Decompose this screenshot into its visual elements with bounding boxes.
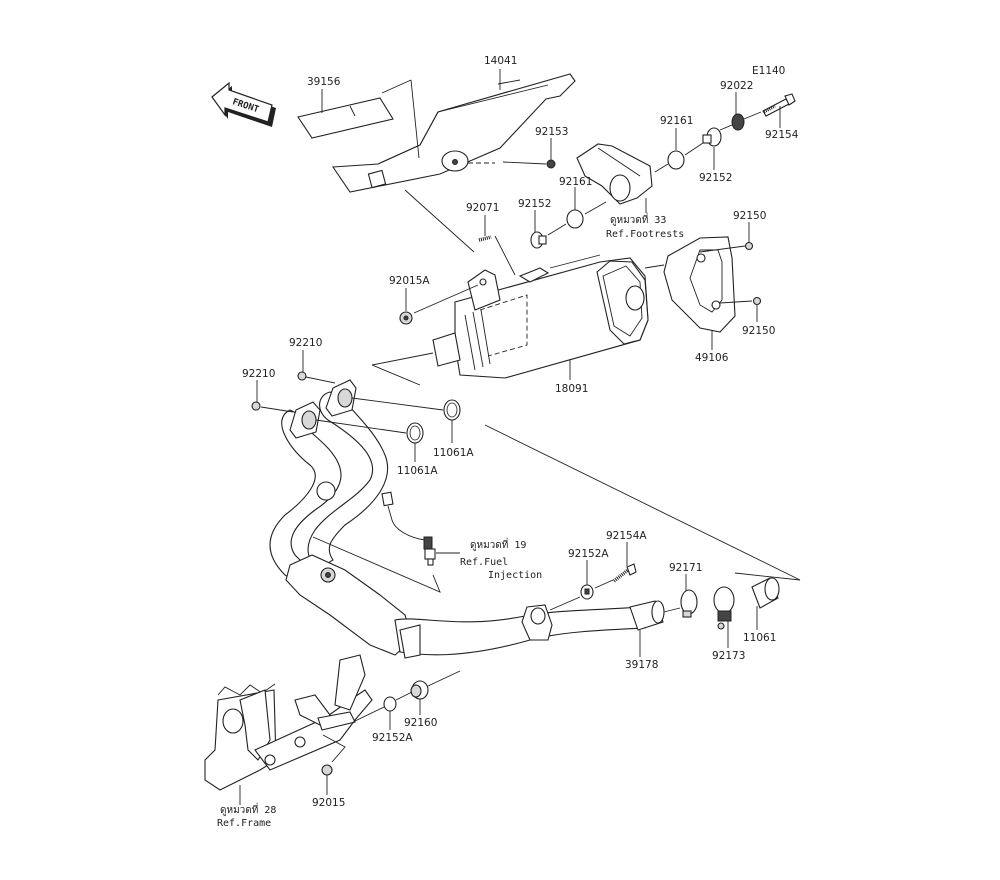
part-92152A-collar-lower[interactable] <box>383 696 397 712</box>
label-92152A-lower: 92152A <box>372 732 413 744</box>
part-92152A-collar-upper[interactable] <box>580 584 594 600</box>
footrest-bracket[interactable] <box>576 143 653 205</box>
part-92171-clamp[interactable] <box>680 589 698 618</box>
label-92160: 92160 <box>404 717 437 729</box>
label-92150-upper: 92150 <box>733 210 766 222</box>
part-92154A-bolt[interactable] <box>612 563 637 583</box>
part-18091-muffler[interactable] <box>432 254 649 379</box>
ref-fuel-injection-thai: ดูหมวดที่ 19 <box>470 537 526 551</box>
label-92150-lower: 92150 <box>742 325 775 337</box>
part-92210-upper-nut[interactable] <box>297 371 307 381</box>
part-92160-damper[interactable] <box>410 680 429 700</box>
label-39156: 39156 <box>307 76 341 88</box>
part-11061-gasket[interactable] <box>751 577 780 609</box>
ref-footrests-thai: ดูหมวดที่ 33 <box>610 212 666 226</box>
exhaust-collector-pipe[interactable] <box>285 554 646 659</box>
part-92161-upper[interactable] <box>667 150 685 170</box>
ref-frame[interactable]: Ref.Frame <box>217 818 271 829</box>
part-92152-upper[interactable] <box>702 127 722 147</box>
part-92022-washer[interactable] <box>731 113 745 131</box>
label-92015A: 92015A <box>389 275 430 287</box>
part-49106-end-cap[interactable] <box>663 236 736 333</box>
label-92161-upper: 92161 <box>660 115 693 127</box>
diagram-code: E1140 <box>752 65 785 77</box>
exhaust-header-pipes[interactable] <box>269 391 389 586</box>
part-14041-cover[interactable] <box>332 73 576 193</box>
part-92173-clamp[interactable] <box>713 586 735 630</box>
label-92015: 92015 <box>312 797 345 809</box>
label-92152-upper: 92152 <box>699 172 732 184</box>
label-11061A-right: 11061A <box>433 447 474 459</box>
label-92210-lower: 92210 <box>242 368 275 380</box>
oxygen-sensor[interactable] <box>381 491 436 566</box>
label-92154A: 92154A <box>606 530 647 542</box>
exhaust-flange-upper[interactable] <box>325 379 357 417</box>
label-92071: 92071 <box>466 202 499 214</box>
label-18091: 18091 <box>555 383 588 395</box>
part-92161-lower[interactable] <box>566 209 584 229</box>
label-11061: 11061 <box>743 632 776 644</box>
label-92152-lower: 92152 <box>518 198 551 210</box>
label-92153: 92153 <box>535 126 568 138</box>
label-92173: 92173 <box>712 650 745 662</box>
part-92150-upper-screw[interactable] <box>744 241 754 251</box>
label-11061A-left: 11061A <box>397 465 438 477</box>
ref-frame-thai: ดูหมวดที่ 28 <box>220 802 276 816</box>
label-39178: 39178 <box>625 659 658 671</box>
label-49106: 49106 <box>695 352 729 364</box>
part-92210-lower-nut[interactable] <box>251 401 261 411</box>
label-92171: 92171 <box>669 562 702 574</box>
label-92022: 92022 <box>720 80 753 92</box>
part-92154-bolt[interactable] <box>762 93 796 117</box>
front-arrow-icon: FRONT <box>211 81 276 127</box>
label-14041: 14041 <box>484 55 517 67</box>
part-92015-nut[interactable] <box>321 764 333 776</box>
part-39156-sticker[interactable] <box>297 97 394 139</box>
label-92161-lower: 92161 <box>559 176 592 188</box>
part-92150-lower-screw[interactable] <box>752 296 762 306</box>
part-92071-stud[interactable] <box>478 235 492 242</box>
ref-footrests[interactable]: Ref.Footrests <box>606 229 684 240</box>
part-39178-pipe[interactable] <box>629 600 665 631</box>
exhaust-flange-lower[interactable] <box>289 401 321 439</box>
label-92152A-upper: 92152A <box>568 548 609 560</box>
part-92152-lower[interactable] <box>530 231 547 249</box>
ref-fuel-injection-line2[interactable]: Injection <box>488 570 542 581</box>
label-92210-upper: 92210 <box>289 337 322 349</box>
part-92015A-nut[interactable] <box>399 311 413 325</box>
part-92153-grommet[interactable] <box>546 159 556 169</box>
label-92154: 92154 <box>765 129 799 141</box>
ref-fuel-injection-line1[interactable]: Ref.Fuel <box>460 557 508 568</box>
frame-ref-section[interactable] <box>204 654 373 791</box>
